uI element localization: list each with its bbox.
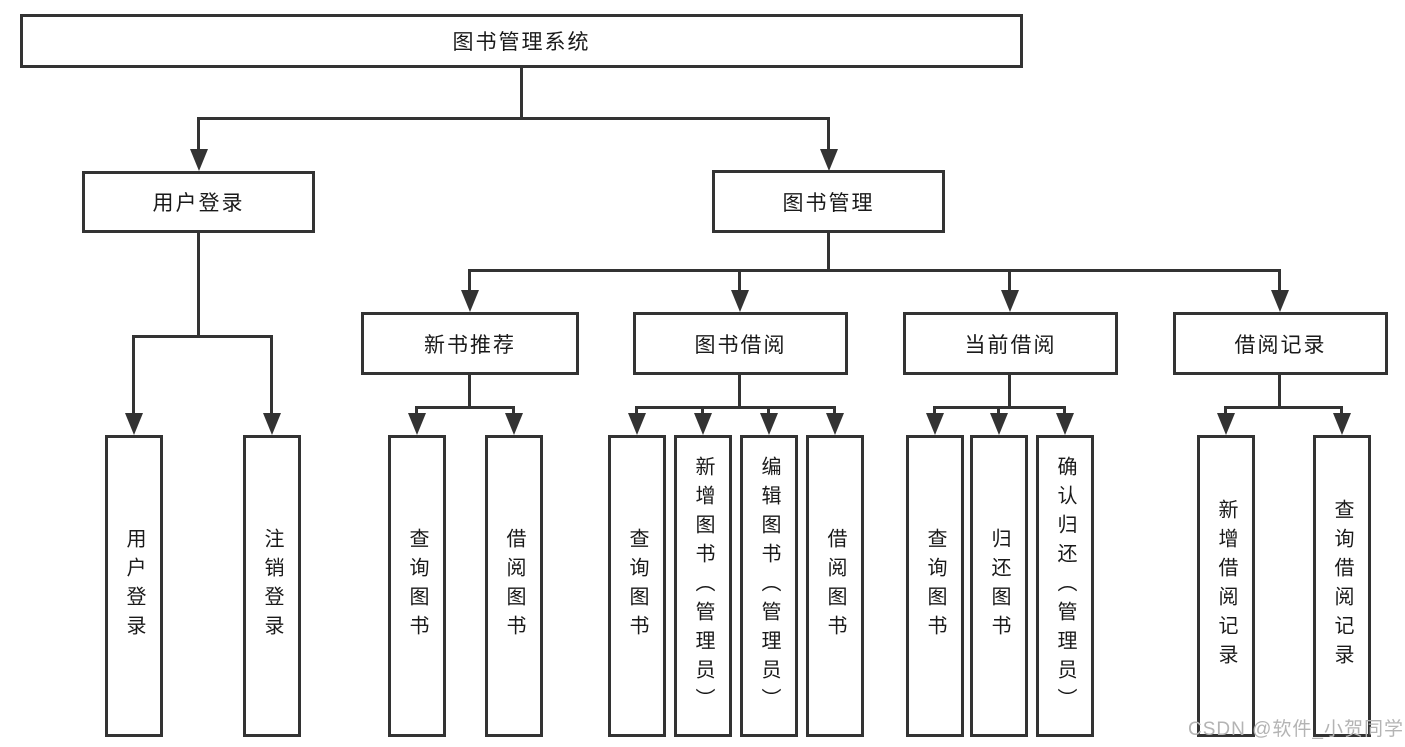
node-label: 当前借阅 bbox=[964, 333, 1057, 357]
connector-drop-leaf bbox=[635, 406, 638, 415]
connector-borrow-record-shaft bbox=[1278, 375, 1281, 408]
node-book-borrow: 图书借阅 bbox=[633, 312, 848, 375]
arrowhead-down-icon bbox=[826, 413, 844, 435]
connector-drop-leaf bbox=[997, 406, 1000, 415]
leaf-query-book-current: 查询图书 bbox=[906, 435, 964, 737]
connector-book-borrow-bar bbox=[635, 406, 836, 409]
node-label: 图书管理 bbox=[782, 191, 875, 215]
arrowhead-down-icon bbox=[125, 413, 143, 435]
node-label: 图书管理系统 bbox=[452, 31, 591, 54]
leaf-label: 查询图书 bbox=[406, 528, 428, 644]
leaf-label: 新增借阅记录 bbox=[1215, 499, 1237, 673]
leaf-label: 借阅图书 bbox=[824, 528, 846, 644]
node-label: 图书借阅 bbox=[694, 333, 787, 357]
connector-root-bar bbox=[197, 117, 830, 120]
leaf-borrow-book-recommend: 借阅图书 bbox=[485, 435, 543, 737]
arrowhead-down-icon bbox=[263, 413, 281, 435]
leaf-label: 用户登录 bbox=[123, 528, 145, 644]
connector-new-book-recommend-shaft bbox=[468, 375, 471, 408]
connector-drop-leaf bbox=[833, 406, 836, 415]
connector-borrow-record-bar bbox=[1224, 406, 1343, 409]
connector-drop-leaf-logout bbox=[270, 335, 273, 415]
arrowhead-down-icon bbox=[190, 149, 208, 171]
connector-drop-leaf bbox=[767, 406, 770, 415]
node-new-book-recommend: 新书推荐 bbox=[361, 312, 579, 375]
leaf-label: 借阅图书 bbox=[503, 528, 525, 644]
connector-drop-user-login bbox=[197, 117, 200, 152]
node-current-borrow: 当前借阅 bbox=[903, 312, 1118, 375]
connector-new-book-recommend-bar bbox=[415, 406, 515, 409]
leaf-confirm-return-admin: 确认归还（管理员） bbox=[1036, 435, 1094, 737]
connector-drop-leaf bbox=[933, 406, 936, 415]
leaf-add-book-admin: 新增图书（管理员） bbox=[674, 435, 732, 737]
arrowhead-down-icon bbox=[760, 413, 778, 435]
node-library-management-system: 图书管理系统 bbox=[20, 14, 1023, 68]
leaf-query-book-recommend: 查询图书 bbox=[388, 435, 446, 737]
connector-drop-leaf bbox=[701, 406, 704, 415]
arrowhead-down-icon bbox=[1001, 290, 1019, 312]
leaf-query-borrow-record: 查询借阅记录 bbox=[1313, 435, 1371, 737]
connector-drop-leaf bbox=[1340, 406, 1343, 415]
leaf-user-login: 用户登录 bbox=[105, 435, 163, 737]
leaf-label: 确认归还（管理员） bbox=[1054, 455, 1076, 717]
connector-drop-borrow-record bbox=[1278, 269, 1281, 293]
arrowhead-down-icon bbox=[628, 413, 646, 435]
leaf-return-book: 归还图书 bbox=[970, 435, 1028, 737]
connector-user-login-shaft bbox=[197, 233, 200, 337]
connector-drop-leaf bbox=[415, 406, 418, 415]
arrowhead-down-icon bbox=[461, 290, 479, 312]
connector-drop-leaf bbox=[1063, 406, 1066, 415]
connector-level3-bar bbox=[468, 269, 1281, 272]
connector-drop-leaf bbox=[512, 406, 515, 415]
arrowhead-down-icon bbox=[1271, 290, 1289, 312]
node-label: 用户登录 bbox=[152, 192, 245, 215]
leaf-label: 查询图书 bbox=[924, 528, 946, 644]
arrowhead-down-icon bbox=[990, 413, 1008, 435]
arrowhead-down-icon bbox=[731, 290, 749, 312]
leaf-label: 查询借阅记录 bbox=[1331, 499, 1353, 673]
connector-root-shaft bbox=[520, 66, 523, 119]
arrowhead-down-icon bbox=[408, 413, 426, 435]
leaf-logout: 注销登录 bbox=[243, 435, 301, 737]
leaf-label: 查询图书 bbox=[626, 528, 648, 644]
connector-user-login-bar bbox=[132, 335, 273, 338]
connector-book-management-shaft bbox=[827, 233, 830, 271]
node-user-login: 用户登录 bbox=[82, 171, 315, 233]
leaf-add-borrow-record: 新增借阅记录 bbox=[1197, 435, 1255, 737]
leaf-borrow-book: 借阅图书 bbox=[806, 435, 864, 737]
leaf-label: 归还图书 bbox=[988, 528, 1010, 644]
connector-drop-leaf-user-login bbox=[132, 335, 135, 415]
leaf-edit-book-admin: 编辑图书（管理员） bbox=[740, 435, 798, 737]
node-borrow-record: 借阅记录 bbox=[1173, 312, 1388, 375]
connector-drop-book-management bbox=[827, 117, 830, 152]
arrowhead-down-icon bbox=[926, 413, 944, 435]
arrowhead-down-icon bbox=[505, 413, 523, 435]
node-label: 借阅记录 bbox=[1234, 333, 1327, 357]
connector-book-borrow-shaft bbox=[738, 375, 741, 408]
arrowhead-down-icon bbox=[820, 149, 838, 171]
connector-drop-book-borrow bbox=[738, 269, 741, 293]
leaf-label: 注销登录 bbox=[261, 528, 283, 644]
arrowhead-down-icon bbox=[694, 413, 712, 435]
node-book-management: 图书管理 bbox=[712, 170, 945, 233]
watermark: CSDN @软件_小贺同学 bbox=[1188, 719, 1404, 740]
arrowhead-down-icon bbox=[1217, 413, 1235, 435]
connector-drop-leaf bbox=[1224, 406, 1227, 415]
leaf-query-book-borrow: 查询图书 bbox=[608, 435, 666, 737]
arrowhead-down-icon bbox=[1056, 413, 1074, 435]
leaf-label: 编辑图书（管理员） bbox=[758, 455, 780, 717]
connector-current-borrow-shaft bbox=[1008, 375, 1011, 408]
connector-drop-new-book-recommend bbox=[468, 269, 471, 293]
leaf-label: 新增图书（管理员） bbox=[692, 455, 714, 717]
arrowhead-down-icon bbox=[1333, 413, 1351, 435]
connector-drop-current-borrow bbox=[1008, 269, 1011, 293]
node-label: 新书推荐 bbox=[424, 333, 516, 357]
